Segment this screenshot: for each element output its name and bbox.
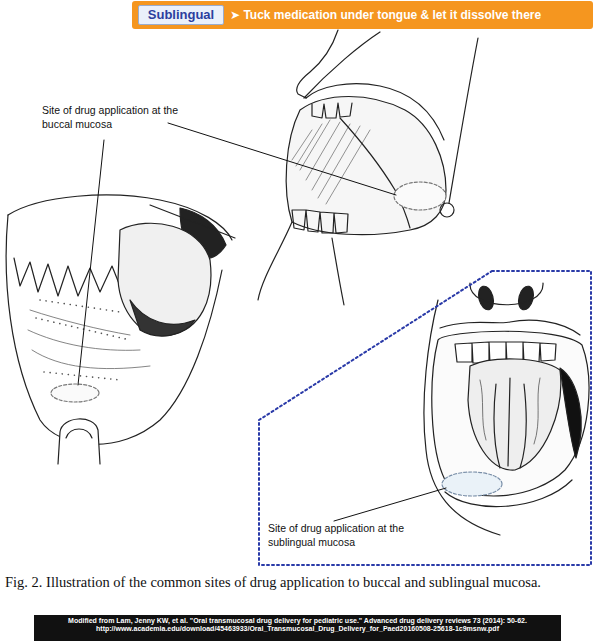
lip-retractor [150,205,235,238]
mouth-floor [28,310,150,369]
floor-site [51,384,99,402]
mouth-cavity [286,97,446,235]
citation-box: Modified from Lam, Jenny KW, et al. "Ora… [34,615,561,641]
nose-base [470,283,543,305]
tongue-underside [130,300,195,336]
leader-line [168,123,396,195]
finger [58,419,100,464]
dotted-outline [258,270,592,566]
inner-fold [340,118,410,228]
cheek-retractor [440,203,454,217]
finger-nail [66,429,92,438]
lower-teeth [292,210,348,233]
neck [332,238,344,305]
upper-teeth [312,103,352,118]
cheek-hatching [292,120,370,204]
open-mouth-illustration [6,195,235,464]
lower-lip [6,215,222,444]
leader-line [334,488,446,521]
tongue [118,223,211,335]
callout-text: Site of drug application at the buccal m… [42,104,190,131]
tongue-veins [480,378,540,444]
lip-retractor [304,32,380,98]
mouth-outline [432,331,589,496]
inset-box: Site of drug application at the sublingu… [258,270,592,566]
route-tag-text: Sublingual [139,6,223,24]
inset-box-text: Site of drug application at the sublingu… [268,522,416,549]
retractor-wire [449,38,478,203]
profile-illustration [258,30,478,305]
chin [258,222,292,300]
route-tag: Sublingual [138,5,224,25]
nostril [516,285,536,312]
citation-box-text: Modified from Lam, Jenny KW, et al. "Ora… [34,617,561,634]
frenulum [494,378,526,468]
tongue-underside [468,359,561,470]
cheek-shadow [560,368,581,458]
dotted-outline [259,271,591,565]
buccal-site [394,182,446,210]
banner-text: ➤ Tuck medication under tongue & let it … [230,1,590,29]
leader-line [78,140,104,385]
face-outline [424,300,500,535]
banner: ➤ Tuck medication under tongue & let it … [132,1,593,29]
lower-lip [445,480,572,507]
figure-caption: Fig. 2. Illustration of the common sites… [5,573,593,592]
leader-lines [78,123,446,521]
face-profile [297,30,338,98]
sublingual-illustration [424,283,589,535]
sublingual-site [442,472,502,496]
